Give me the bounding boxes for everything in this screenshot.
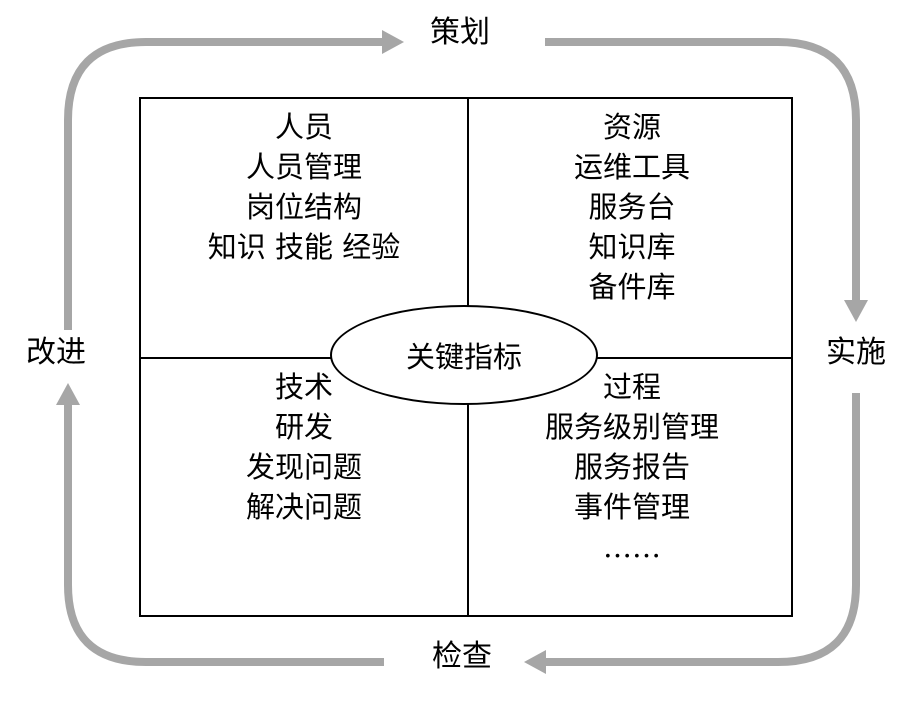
quadrant-people: 人员 人员管理 岗位结构 知识 技能 经验 xyxy=(141,107,467,267)
quadrant-technology: 技术 研发 发现问题 解决问题 xyxy=(141,367,467,527)
arrow-do-to-check xyxy=(546,393,860,666)
phase-do-label: 实施 xyxy=(826,335,886,370)
quadrant-technology-item: 发现问题 xyxy=(245,450,362,484)
quadrant-people-title: 人员 xyxy=(274,110,333,144)
phase-plan-label: 策划 xyxy=(430,15,490,50)
arrow-plan-to-do xyxy=(545,38,860,300)
arrow-check-to-improve xyxy=(64,405,384,666)
quadrant-process-item: 事件管理 xyxy=(573,490,690,524)
quadrant-people-item: 岗位结构 xyxy=(245,190,362,224)
key-indicators-label: 关键指标 xyxy=(405,340,522,374)
key-indicators-ellipse: 关键指标 xyxy=(330,305,598,405)
quadrant-resources: 资源 运维工具 服务台 知识库 备件库 xyxy=(469,107,795,307)
quadrant-resources-title: 资源 xyxy=(602,110,661,144)
arrowhead-right-icon xyxy=(382,30,404,54)
quadrant-resources-item: 运维工具 xyxy=(573,150,690,184)
quadrant-process-title: 过程 xyxy=(602,370,661,404)
quadrant-people-item: 人员管理 xyxy=(245,150,362,184)
arrowhead-up-icon xyxy=(56,383,80,405)
quadrant-technology-item: 解决问题 xyxy=(245,490,362,524)
quadrant-people-item: 知识 技能 经验 xyxy=(207,230,401,264)
quadrant-technology-item: 研发 xyxy=(274,410,333,444)
arrowhead-left-icon xyxy=(524,650,546,674)
quadrant-process-item: 服务报告 xyxy=(573,450,690,484)
quadrant-technology-title: 技术 xyxy=(274,370,333,404)
phase-improve-label: 改进 xyxy=(26,335,86,370)
quadrant-process: 过程 服务级别管理 服务报告 事件管理 …… xyxy=(469,367,795,567)
quadrant-resources-item: 知识库 xyxy=(588,230,676,264)
quadrant-resources-item: 备件库 xyxy=(588,270,676,304)
arrowhead-down-icon xyxy=(844,300,868,322)
quadrant-grid: 人员 人员管理 岗位结构 知识 技能 经验 资源 运维工具 服务台 知识库 备件… xyxy=(139,97,793,617)
phase-check-label: 检查 xyxy=(432,639,492,674)
arrow-improve-to-plan xyxy=(64,38,382,330)
quadrant-process-item: 服务级别管理 xyxy=(544,410,719,444)
quadrant-resources-item: 服务台 xyxy=(588,190,676,224)
quadrant-process-item: …… xyxy=(603,530,661,564)
